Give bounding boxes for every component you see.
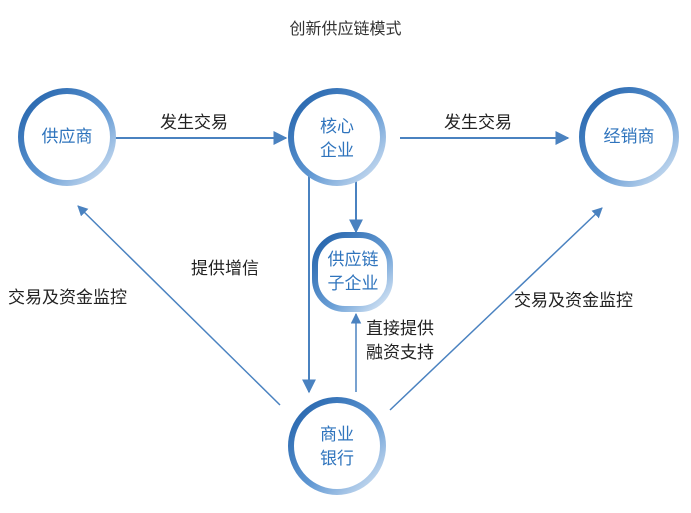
node-bank-label-line2: 银行	[320, 449, 354, 469]
edge-label-direct-financing-line2: 融资支持	[366, 343, 434, 363]
node-supplier-label: 供应商	[41, 127, 93, 147]
node-sub-label-line2: 子企业	[327, 274, 379, 294]
node-core-label-line1: 核心	[320, 117, 354, 137]
node-supplier-ring	[18, 88, 116, 186]
diagram-title: 创新供应链模式	[289, 19, 402, 38]
edge-label-bank-to-supplier: 交易及资金监控	[8, 288, 127, 308]
edge-label-credit: 提供增信	[191, 259, 259, 279]
node-bank-ring	[288, 397, 386, 495]
edge-bank-to-supplier	[77, 205, 281, 406]
node-distributor-label: 经销商	[603, 127, 655, 147]
node-core-label-line2: 企业	[320, 141, 354, 161]
node-sub-label-line1: 供应链	[327, 250, 379, 270]
node-sub-ring	[312, 232, 393, 312]
edge-label-core-to-distributor: 发生交易	[444, 113, 512, 133]
node-core-ring	[288, 88, 386, 186]
edge-label-bank-to-distributor: 交易及资金监控	[514, 291, 633, 311]
edge-label-supplier-to-core: 发生交易	[160, 113, 228, 133]
node-distributor-ring	[579, 87, 679, 187]
node-bank-label-line1: 商业	[320, 425, 354, 445]
edge-label-direct-financing-line1: 直接提供	[366, 319, 434, 339]
edge-bank-to-distributor	[389, 207, 603, 411]
